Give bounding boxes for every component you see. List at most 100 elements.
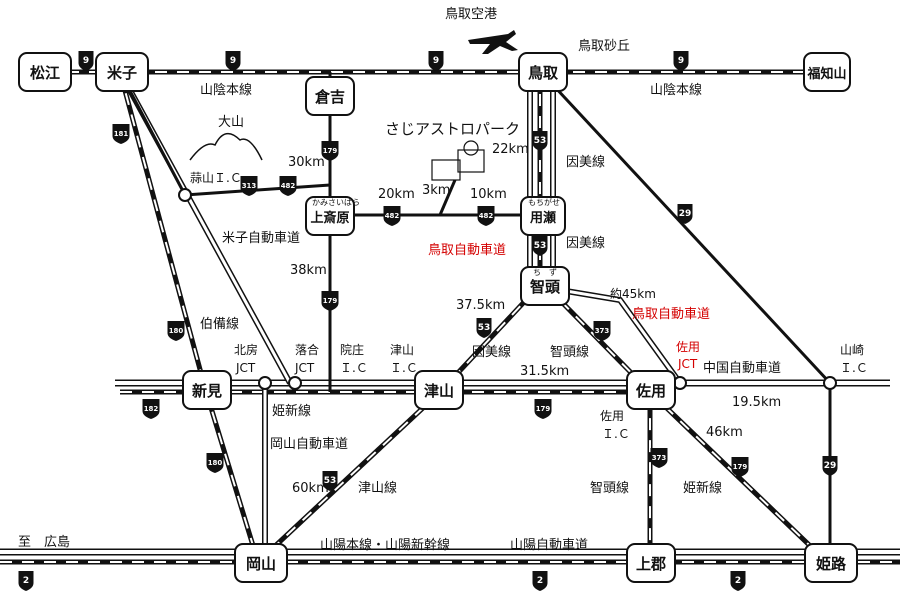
route-shield-number: 2 [537,576,543,586]
label-tottori-exp-2: 鳥取自動車道 [632,307,711,322]
dist-60: 60km [292,481,329,496]
route-shield-482: 482 [477,206,495,226]
label-okayama-exp: 岡山自動車道 [270,437,349,452]
route-shield-number: 313 [242,182,257,190]
hokubo-jct-marker [258,376,272,390]
label-hokubo-1: 北房 [234,343,259,357]
route-shield-53: 53 [322,471,338,491]
city-mochigase: 用瀬 [520,196,566,236]
route-shield-53: 53 [532,236,548,256]
label-tsuyama-ic-2: Ｉ.Ｃ [390,361,418,375]
label-san-in-west: 山陰本線 [200,83,253,98]
label-san-in-east: 山陰本線 [650,83,703,98]
dist-19-5: 19.5km [732,395,782,410]
airplane-icon [468,30,518,54]
dist-38: 38km [290,263,327,278]
route-shield-180: 180 [206,453,224,473]
route-shield-number: 482 [385,212,400,220]
route-shield-2: 2 [18,571,34,591]
route-shield-182: 182 [142,399,160,419]
route-shield-179: 179 [321,141,339,161]
label-airport: 鳥取空港 [445,7,498,22]
city-yonago: 米子 [95,52,149,92]
route-shield-29: 29 [822,456,838,476]
road-astro [438,179,457,216]
route-shield-9: 9 [78,51,94,71]
label-yonago-exp: 米子自動車道 [222,231,301,246]
city-chizu: 智頭 [520,266,570,306]
label-sayo-jct-1: 佐用 [676,340,701,354]
route-shield-number: 29 [679,209,692,219]
hiruzen-ic-marker [178,188,192,202]
label-inbi-2: 因美線 [566,236,606,251]
label-sand-dunes: 鳥取砂丘 [578,39,631,54]
route-shield-number: 179 [323,297,338,305]
label-sayo-ic-1: 佐用 [600,409,625,423]
route-shield-number: 180 [208,459,223,467]
label-tottori-exp-1: 鳥取自動車道 [428,243,507,258]
city-sayo: 佐用 [626,370,676,410]
city-niimi: 新見 [182,370,232,410]
label-ochiai-2: JCT [295,361,315,375]
dist-45: 約45km [610,287,656,301]
rail-kishin [120,389,832,567]
dist-20: 20km [378,187,415,202]
route-shield-2: 2 [532,571,548,591]
route-shield-number: 53 [534,136,547,146]
label-sayo-jct-2: JCT [678,357,698,371]
route-shield-number: 179 [323,147,338,155]
city-kurayoshi: 倉吉 [305,76,355,116]
road-29-east [551,83,832,385]
route-shield-number: 9 [433,56,439,66]
label-inbi-1: 因美線 [566,155,606,170]
route-shield-9: 9 [225,51,241,71]
city-kamisaibara: 上斎原 [305,196,355,236]
label-chizu-line-2: 智頭線 [590,481,630,496]
ruby-mochigase: もちがせ [528,198,560,207]
road-yonago-hiruzen [118,71,187,196]
road-313-482 [184,183,331,197]
label-innosho-2: Ｉ.Ｃ [340,361,368,375]
label-tsuyama-line: 津山線 [358,481,398,496]
route-shield-number: 182 [144,405,159,413]
label-sanyo-exp: 山陽自動車道 [510,538,589,553]
dist-37-5: 37.5km [456,298,506,313]
label-ochiai-1: 落合 [295,343,320,357]
ruby-chizu: ち ず [533,268,557,277]
route-shield-373: 373 [650,448,668,468]
observatory-icon [431,140,485,181]
route-shield-number: 482 [281,182,296,190]
label-hiruzen-ic: 蒜山Ｉ.Ｃ [190,171,242,185]
label-inbi-chizu: 因美線 [472,345,512,360]
label-daisen: 大山 [218,115,245,130]
route-shield-482: 482 [383,206,401,226]
label-innosho-1: 院庄 [340,343,365,357]
route-shield-180: 180 [167,321,185,341]
route-shield-179: 179 [731,457,749,477]
route-shield-53: 53 [532,131,548,151]
route-shield-29: 29 [677,204,693,224]
route-shield-number: 373 [595,327,610,335]
route-shield-2: 2 [730,571,746,591]
city-matsue: 松江 [18,52,72,92]
label-yamazaki-2: Ｉ.Ｃ [840,361,868,375]
dist-3: 3km [422,183,451,198]
route-shield-482: 482 [279,176,297,196]
route-shield-9: 9 [673,51,689,71]
yamazaki-ic-marker [823,376,837,390]
label-kishin-2: 姫新線 [683,481,723,496]
city-tsuyama: 津山 [414,370,464,410]
city-tottori: 鳥取 [518,52,568,92]
city-fukuchiyama: 福知山 [803,52,851,92]
route-shield-number: 29 [824,461,837,471]
route-shield-373: 373 [593,321,611,341]
dist-22: 22km [492,142,529,157]
label-chizu-line-1: 智頭線 [550,345,590,360]
dist-31-5: 31.5km [520,364,570,379]
route-shield-181: 181 [112,124,130,144]
label-yamazaki-1: 山崎 [840,343,865,357]
route-shield-number: 9 [678,56,684,66]
label-chugoku-exp: 中国自動車道 [703,361,782,376]
dist-46: 46km [706,425,743,440]
mountain-icon [189,132,263,161]
